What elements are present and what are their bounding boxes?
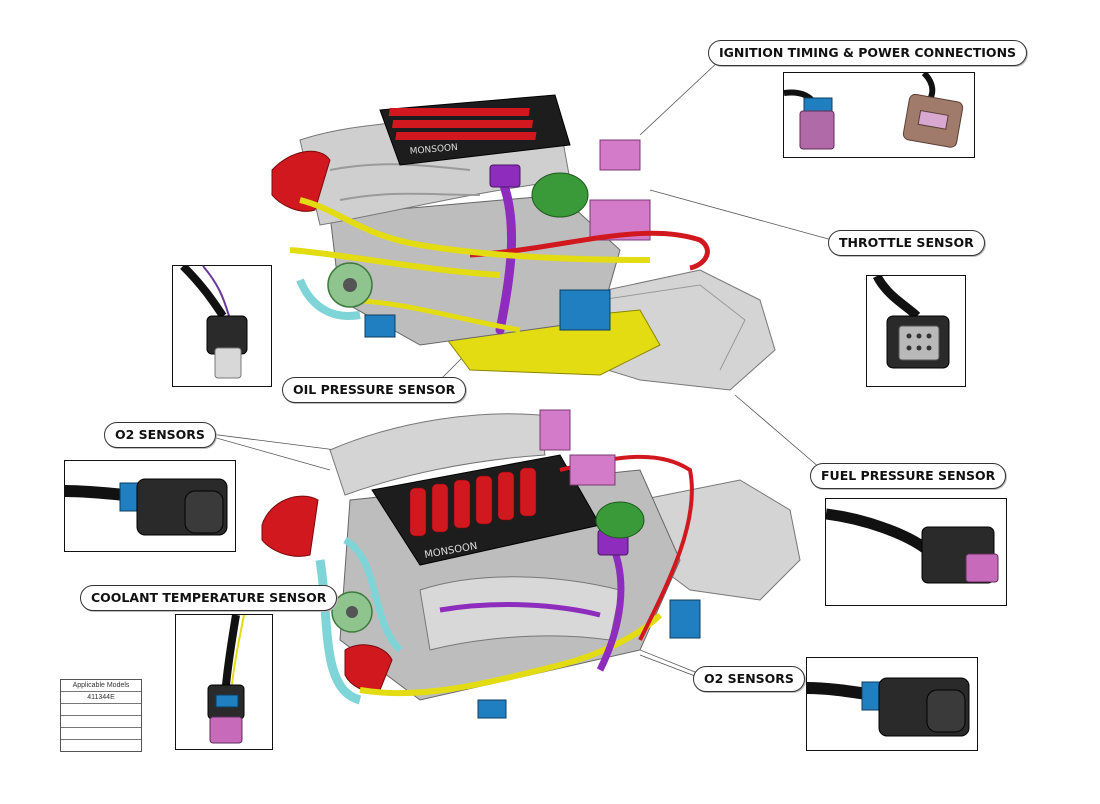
- label-throttle-sensor: THROTTLE SENSOR: [828, 230, 985, 256]
- applicable-models-table: Applicable Models 411344E: [60, 679, 142, 752]
- engine-top-brand: MONSOON: [409, 143, 458, 157]
- engine-top: MONSOON: [271, 94, 776, 391]
- label-coolant-temp-sensor: COOLANT TEMPERATURE SENSOR: [80, 585, 338, 611]
- label-o2-sensors-bottom: O2 SENSORS: [693, 666, 805, 692]
- leader-ignition: [639, 59, 721, 136]
- leader-o2-top-a: [194, 431, 331, 471]
- leader-throttle: [649, 189, 833, 241]
- label-ignition-timing: IGNITION TIMING & POWER CONNECTIONS: [708, 40, 1028, 66]
- models-table-header: Applicable Models: [61, 680, 141, 692]
- leader-o2-bottom-b: [639, 654, 696, 677]
- label-oil-pressure-sensor: OIL PRESSURE SENSOR: [282, 377, 467, 403]
- inset-fuel-pressure-connector: [825, 498, 1007, 606]
- models-table-row: [61, 704, 141, 716]
- models-table-row: [61, 728, 141, 740]
- label-o2-sensors-top: O2 SENSORS: [104, 422, 216, 448]
- engine-bottom: MONSOON: [261, 409, 801, 719]
- inset-o2-bottom-connector: [806, 657, 978, 751]
- models-table-row: 411344E: [61, 692, 141, 704]
- inset-oil-pressure-connector: [172, 265, 272, 387]
- models-table-row: [61, 740, 141, 751]
- leader-lines: [194, 59, 833, 677]
- inset-o2-top-connector: [64, 460, 236, 552]
- inset-ignition-connectors: [783, 72, 975, 158]
- models-table-row: [61, 716, 141, 728]
- inset-throttle-connector: [866, 275, 966, 387]
- label-fuel-pressure-sensor: FUEL PRESSURE SENSOR: [810, 463, 1007, 489]
- leader-fuel: [734, 394, 821, 469]
- inset-coolant-temp-connector: [175, 614, 273, 750]
